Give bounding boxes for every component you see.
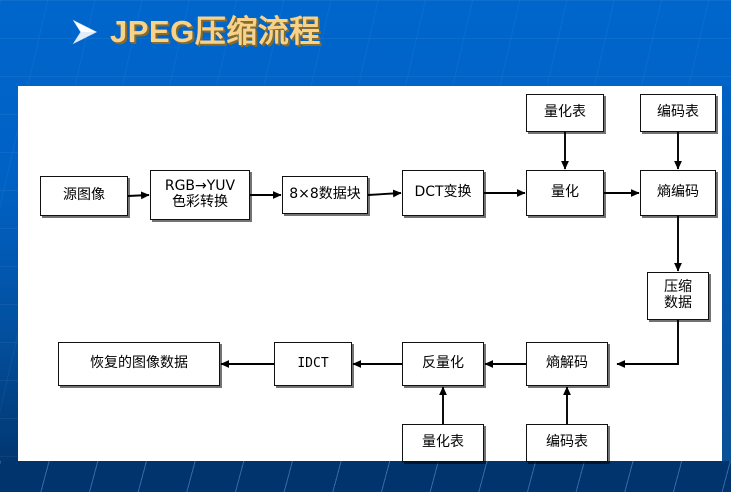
node-quant-table-top: 量化表 [526,94,604,132]
slide-header: JPEG压缩流程 [0,0,731,86]
node-code-table-bottom: 编码表 [526,424,608,462]
connector-e-source-rgb [127,191,150,200]
node-idct: IDCT [274,342,352,386]
node-restored-image: 恢复的图像数据 [58,342,220,386]
node-rgb-yuv: RGB→YUV 色彩转换 [150,170,250,220]
node-compressed-data: 压缩 数据 [647,272,709,320]
node-block-8x8: 8×8数据块 [282,176,368,214]
node-code-table-top: 编码表 [640,94,716,132]
arrow-bullet-icon [72,19,98,45]
panel-right-edge [722,86,731,461]
node-source-image: 源图像 [40,176,128,216]
title-row: JPEG压缩流程 [70,14,321,50]
connector-e-block-dct [367,189,402,198]
connector-e-compressed-decode [616,320,679,368]
node-quant-table-bottom: 量化表 [402,424,484,462]
node-entropy-encode: 熵编码 [640,170,716,216]
node-quantize: 量化 [526,170,604,216]
node-dct: DCT变换 [402,170,484,216]
node-entropy-decode: 熵解码 [526,342,608,386]
bottom-band-diagonals [0,461,731,492]
node-dequantize: 反量化 [402,342,484,386]
diagram-connectors [127,132,682,424]
page-title: JPEG压缩流程 [110,14,321,49]
bottom-accent-band [0,461,731,492]
